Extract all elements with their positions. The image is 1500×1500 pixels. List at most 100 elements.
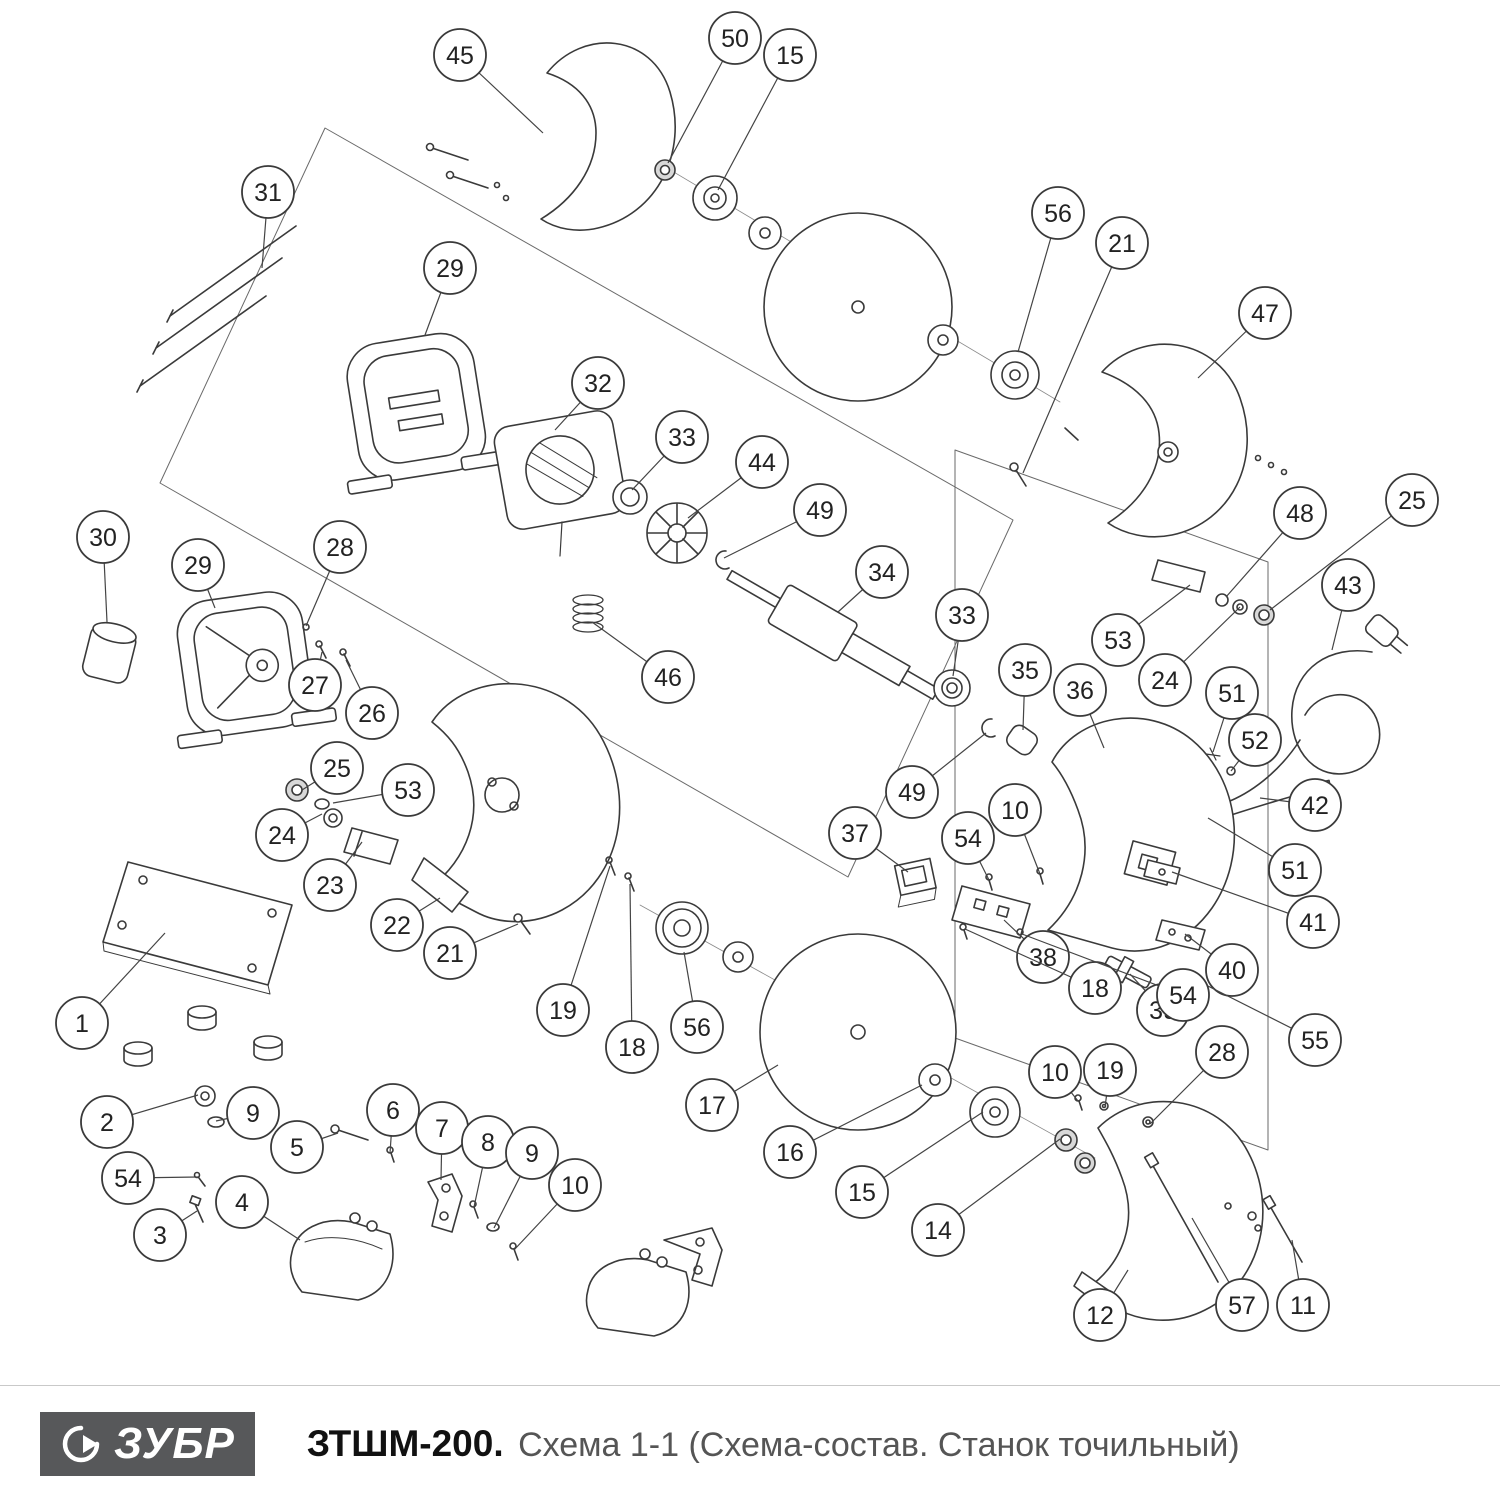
balloon-31: 31 xyxy=(241,165,295,269)
svg-text:55: 55 xyxy=(1301,1027,1329,1055)
svg-text:29: 29 xyxy=(184,552,212,580)
balloon-41: 41 xyxy=(1171,871,1340,949)
balloon-10: 10 xyxy=(1028,1045,1082,1102)
svg-text:18: 18 xyxy=(1081,975,1109,1003)
logo-wordmark: ЗУБР xyxy=(114,1418,235,1468)
wheel-flange-outer-bottom xyxy=(969,1086,1021,1138)
balloon-18: 18 xyxy=(964,928,1122,1015)
balloon-21: 21 xyxy=(1022,216,1149,474)
rotor-shaft xyxy=(726,569,940,700)
balloon-22: 22 xyxy=(370,897,441,952)
balloon-51: 51 xyxy=(1205,666,1259,753)
exploded-parts-diagram: 4550153156214729323344493433254853244330… xyxy=(55,11,1439,1342)
balloon-15: 15 xyxy=(717,28,817,191)
svg-text:10: 10 xyxy=(1041,1059,1069,1087)
rest-bracket-lower xyxy=(1155,919,1206,951)
balloon-19: 19 xyxy=(536,865,611,1037)
bearing-rear xyxy=(933,669,971,707)
base-plate xyxy=(102,861,293,995)
balloon-25: 25 xyxy=(301,741,364,795)
balloon-26: 26 xyxy=(345,659,399,740)
wheel-flange-outer-top xyxy=(692,175,738,221)
svg-text:24: 24 xyxy=(268,822,296,850)
svg-text:34: 34 xyxy=(868,559,896,587)
svg-text:10: 10 xyxy=(561,1172,589,1200)
rest-bracket-upper xyxy=(1143,859,1181,885)
balloon-53: 53 xyxy=(1091,584,1191,667)
svg-text:56: 56 xyxy=(1044,200,1072,228)
circlip-front xyxy=(715,550,730,570)
balloon-3: 3 xyxy=(133,1208,198,1262)
balloon-15: 15 xyxy=(835,1111,984,1219)
balloon-14: 14 xyxy=(911,1138,1061,1257)
balloon-2: 2 xyxy=(80,1094,199,1149)
balloon-34: 34 xyxy=(837,545,909,613)
paper-washer-2 xyxy=(927,324,959,356)
svg-text:24: 24 xyxy=(1151,667,1179,695)
svg-text:44: 44 xyxy=(748,449,776,477)
switch-plate xyxy=(951,885,1031,939)
svg-text:5: 5 xyxy=(290,1134,304,1162)
balloon-48: 48 xyxy=(1225,486,1327,598)
paper-washer xyxy=(748,216,782,250)
balloon-50: 50 xyxy=(667,11,762,164)
balloon-4: 4 xyxy=(215,1175,301,1241)
rest-bracket-7 xyxy=(427,1173,463,1233)
balloon-54: 54 xyxy=(101,1151,199,1205)
balloon-24: 24 xyxy=(1138,606,1241,707)
flat-washer xyxy=(323,808,343,828)
spark-guard-bracket xyxy=(343,827,399,865)
balloon-12: 12 xyxy=(1073,1269,1129,1342)
svg-text:9: 9 xyxy=(246,1100,260,1128)
zubr-arrow-icon xyxy=(62,1425,100,1462)
svg-text:49: 49 xyxy=(806,497,834,525)
svg-text:31: 31 xyxy=(254,179,282,207)
callout-balloons: 4550153156214729323344493433254853244330… xyxy=(55,11,1439,1342)
svg-text:15: 15 xyxy=(776,42,804,70)
svg-text:18: 18 xyxy=(618,1034,646,1062)
spring xyxy=(572,594,604,633)
balloon-45: 45 xyxy=(433,28,544,134)
svg-text:57: 57 xyxy=(1228,1292,1256,1320)
svg-text:41: 41 xyxy=(1299,909,1327,937)
balloon-16: 16 xyxy=(763,1084,923,1179)
svg-text:54: 54 xyxy=(114,1165,142,1193)
svg-text:8: 8 xyxy=(481,1129,495,1157)
balloon-54: 54 xyxy=(941,811,995,881)
svg-text:22: 22 xyxy=(383,912,411,940)
balloon-52: 52 xyxy=(1228,713,1282,772)
balloon-49: 49 xyxy=(885,732,987,819)
washer-9 xyxy=(207,1116,225,1128)
svg-text:12: 12 xyxy=(1086,1302,1114,1330)
wheel-guard-left xyxy=(411,683,621,923)
svg-text:51: 51 xyxy=(1218,680,1246,708)
tie-rods xyxy=(136,225,297,393)
svg-text:21: 21 xyxy=(1108,230,1136,258)
gasket xyxy=(1005,724,1039,756)
balloon-36: 36 xyxy=(1053,663,1107,749)
svg-text:38: 38 xyxy=(1029,944,1057,972)
wheel-guard-right-outer xyxy=(1064,343,1288,538)
balloon-18: 18 xyxy=(605,883,659,1074)
balloon-25: 25 xyxy=(1269,473,1439,611)
circlip-rear xyxy=(981,718,996,738)
wheel-guard-right-inner xyxy=(1047,717,1236,952)
balloon-35: 35 xyxy=(998,643,1052,731)
balloon-19: 19 xyxy=(1083,1043,1137,1108)
balloon-10: 10 xyxy=(988,783,1042,875)
arbor-nut xyxy=(654,159,676,181)
balloon-56: 56 xyxy=(1017,186,1085,353)
svg-text:49: 49 xyxy=(898,779,926,807)
balloon-23: 23 xyxy=(303,841,363,912)
svg-text:33: 33 xyxy=(668,424,696,452)
bolt-11 xyxy=(1247,1194,1303,1263)
svg-text:47: 47 xyxy=(1251,300,1279,328)
drawing-subtitle: Схема 1-1 (Схема-состав. Станок точильны… xyxy=(518,1425,1240,1464)
balloon-27: 27 xyxy=(288,651,342,712)
balloon-10: 10 xyxy=(513,1158,602,1251)
svg-text:19: 19 xyxy=(549,997,577,1025)
svg-text:37: 37 xyxy=(841,820,869,848)
svg-text:30: 30 xyxy=(89,524,117,552)
balloon-40: 40 xyxy=(1184,933,1259,997)
